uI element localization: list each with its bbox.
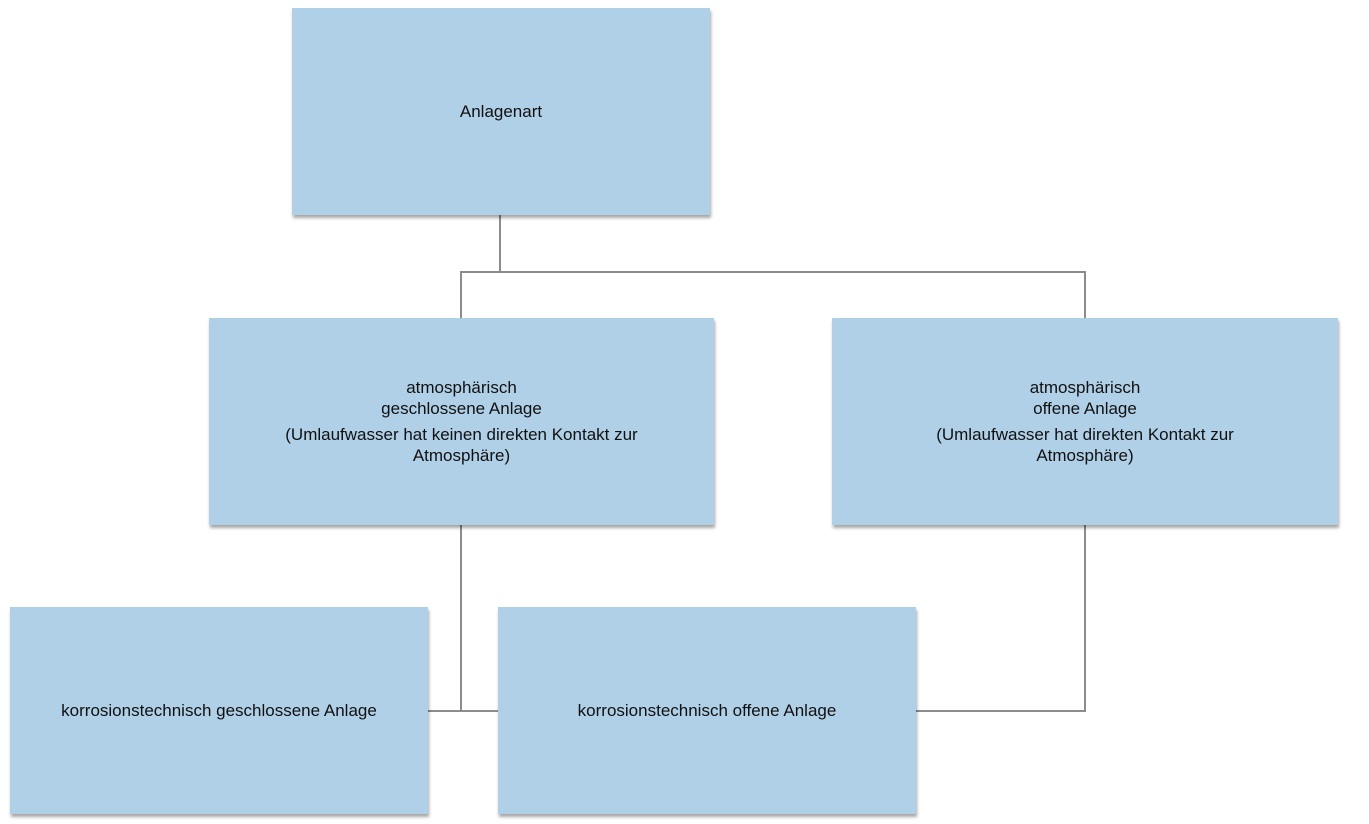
node-label: korrosionstechnisch geschlossene Anlage (61, 701, 377, 720)
node-corrosion-open: korrosionstechnisch offene Anlage (498, 607, 916, 814)
node-label: korrosionstechnisch offene Anlage (577, 701, 837, 720)
node-atmospheric-closed: atmosphärisch geschlossene Anlage (Umlau… (209, 318, 714, 525)
node-title-line-2: geschlossene Anlage (381, 399, 542, 418)
node-title-line-1: atmosphärisch (1029, 378, 1141, 397)
node-description-line-1: (Umlaufwasser hat direkten Kontakt zur (936, 425, 1234, 444)
node-description-line-2: Atmosphäre) (412, 446, 511, 465)
node-description-line-2: Atmosphäre) (1036, 446, 1134, 465)
node-label: Anlagenart (459, 102, 543, 121)
node-corrosion-closed: korrosionstechnisch geschlossene Anlage (10, 607, 428, 814)
node-anlagenart: Anlagenart (292, 8, 710, 215)
node-atmospheric-open: atmosphärisch offene Anlage (Umlaufwasse… (832, 318, 1338, 525)
node-title-line-1: atmosphärisch (406, 378, 517, 397)
node-description-line-1: (Umlaufwasser hat keinen direkten Kontak… (285, 425, 638, 444)
node-title-line-2: offene Anlage (1033, 399, 1137, 418)
